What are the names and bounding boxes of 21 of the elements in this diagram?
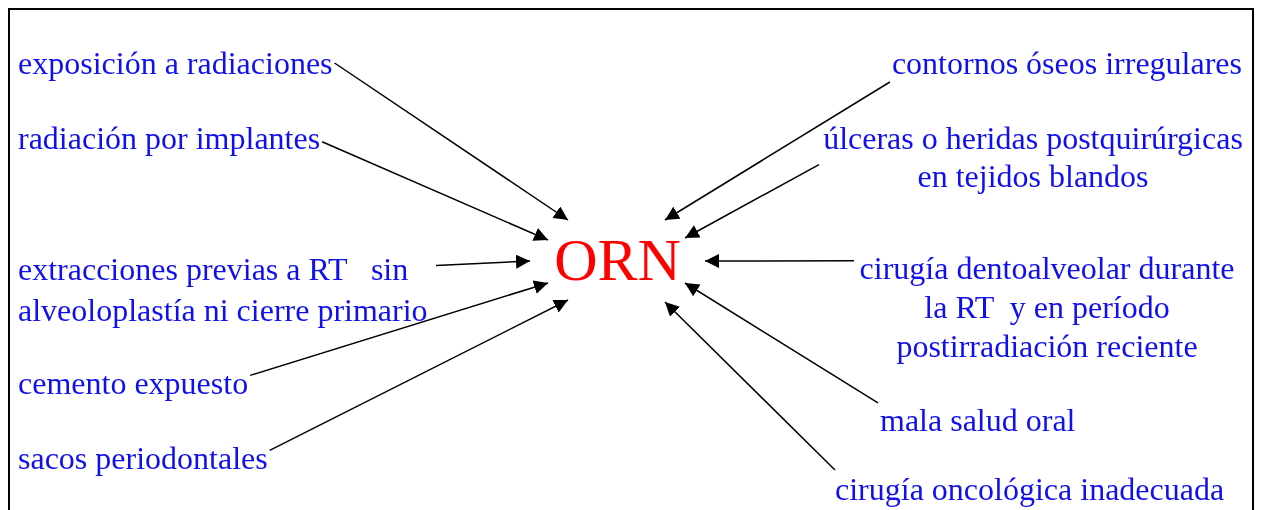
center-term: ORN (554, 230, 681, 290)
cause-label: cirugía oncológica inadecuada (835, 472, 1225, 506)
arrow (684, 282, 879, 404)
arrow (664, 301, 836, 471)
arrow (664, 81, 891, 221)
cause-label: cemento expuesto (18, 364, 249, 402)
arrow (333, 62, 569, 221)
arrow (268, 299, 569, 452)
cause-label: cirugía dentoalveolar durante la RT y en período postirradiación reciente (858, 249, 1236, 366)
cause-label: úlceras o heridas postquirúrgicas en tejidos blandos (822, 119, 1244, 195)
arrow (704, 253, 855, 268)
cause-label: extracciones previas a RT sin alveoloplastía ni cierre primario (18, 250, 429, 330)
cause-label: contornos óseos irregulares (891, 44, 1242, 82)
arrow (684, 163, 820, 239)
arrow (249, 280, 549, 377)
arrow (435, 254, 531, 269)
cause-label: exposición a radiaciones (18, 44, 333, 82)
cause-label: sacos periodontales (18, 439, 268, 477)
arrow (321, 141, 549, 241)
cause-label: mala salud oral (880, 401, 1076, 439)
cause-label: radiación por implantes (18, 119, 321, 157)
